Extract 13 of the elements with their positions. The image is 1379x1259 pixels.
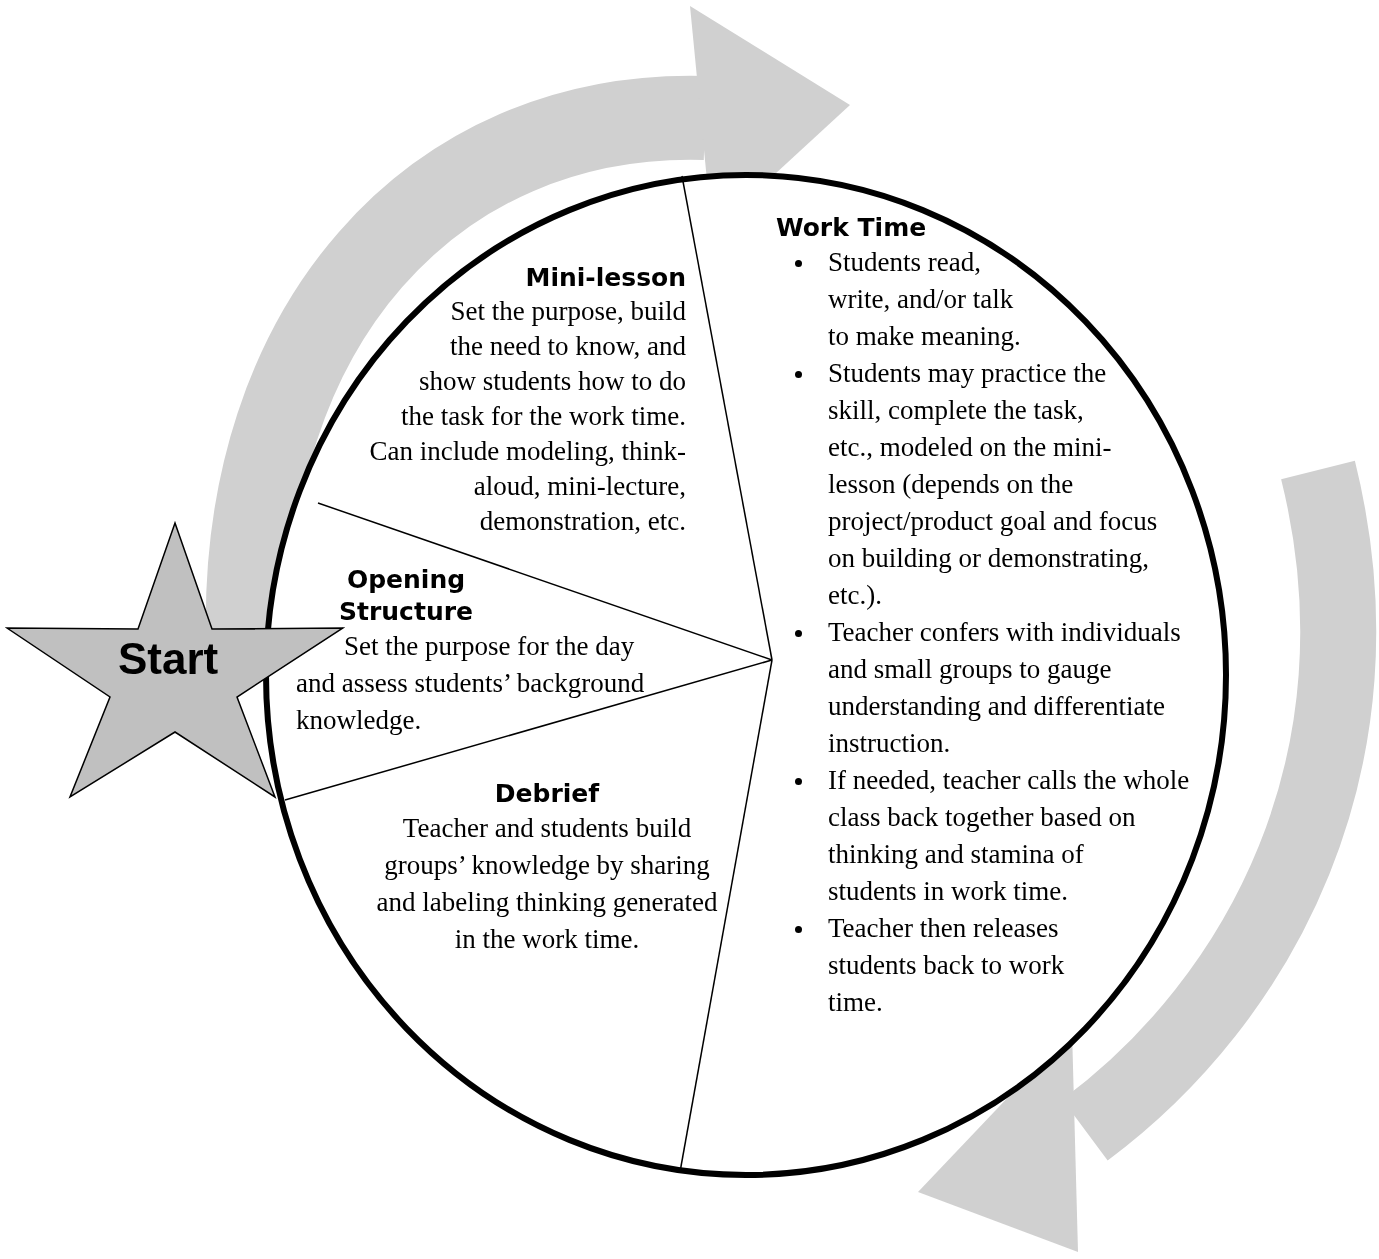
start-label: Start (118, 634, 219, 684)
section-text: Set the purpose, build the need to know, and show students how to do the task for the work time. Can include modeling, think-aloud, mini-lecture, demonstration, etc. (368, 295, 686, 538)
section-text: Teacher and students build groups’ knowledge by sharing and labeling thinking generated in the work time. (375, 812, 719, 956)
section-heading: Debrief (493, 778, 601, 810)
bullet-item: Students read, write, and/or talk to make meaning. (828, 244, 1212, 355)
bullet-item: If needed, teacher calls the whole class back together based on thinking and stamina of students in work time. (828, 762, 1212, 910)
bullet-item: Students may practice the skill, complete the task, etc., modeled on the mini-lesson (depends on the project/product goal and focus on building or demonstrating, etc.). (828, 355, 1212, 614)
section-heading: Mini-lesson (524, 262, 686, 294)
section-text: Set the purpose for the day and assess students’ background knowledge. (296, 630, 646, 737)
section-heading: Work Time (776, 212, 928, 244)
bullet-item: Teacher then releases students back to work time. (828, 910, 1212, 1021)
section-heading: Opening Structure (338, 564, 474, 628)
bullet-item: Teacher confers with individuals and small groups to gauge understanding and differentiate instruction. (828, 614, 1212, 762)
